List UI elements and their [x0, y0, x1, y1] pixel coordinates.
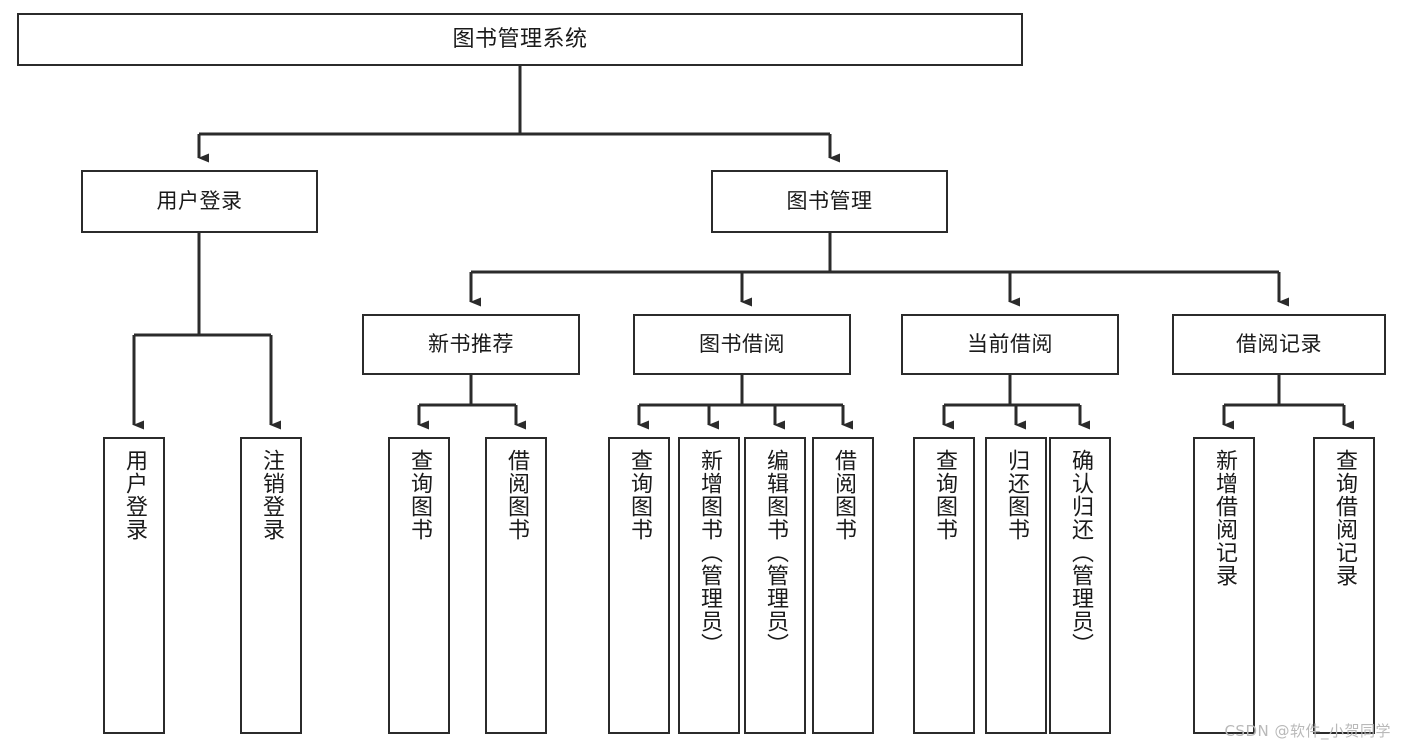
leaf-query-book-borrow[interactable]: 查询图书	[608, 437, 670, 734]
csdn-watermark: CSDN @软件_小贺同学	[1224, 722, 1391, 740]
node-book-borrow[interactable]: 图书借阅	[633, 314, 851, 375]
leaf-user-login[interactable]: 用户登录	[103, 437, 165, 734]
leaf-borrow-book-recommend[interactable]: 借阅图书	[485, 437, 547, 734]
node-label: 确认归还（管理员）	[1067, 449, 1093, 656]
leaf-query-borrow-record[interactable]: 查询借阅记录	[1313, 437, 1375, 734]
node-new-book-recommend[interactable]: 新书推荐	[362, 314, 580, 375]
node-label: 图书借阅	[699, 332, 785, 357]
node-user-login[interactable]: 用户登录	[81, 170, 318, 233]
leaf-add-book-admin[interactable]: 新增图书（管理员）	[678, 437, 740, 734]
node-label: 新增借阅记录	[1211, 449, 1237, 587]
node-label: 新增图书（管理员）	[696, 449, 722, 656]
node-label: 当前借阅	[967, 332, 1053, 357]
node-book-management[interactable]: 图书管理	[711, 170, 948, 233]
node-label: 查询图书	[931, 449, 957, 541]
node-label: 图书管理	[786, 189, 873, 214]
node-label: 注销登录	[258, 449, 284, 541]
node-current-borrow[interactable]: 当前借阅	[901, 314, 1119, 375]
node-label: 编辑图书（管理员）	[762, 449, 788, 656]
node-label: 查询图书	[406, 449, 432, 541]
node-label: 借阅记录	[1236, 332, 1322, 357]
node-label: 归还图书	[1003, 449, 1029, 541]
leaf-confirm-return-admin[interactable]: 确认归还（管理员）	[1049, 437, 1111, 734]
leaf-return-book[interactable]: 归还图书	[985, 437, 1047, 734]
leaf-borrow-book[interactable]: 借阅图书	[812, 437, 874, 734]
node-borrow-record[interactable]: 借阅记录	[1172, 314, 1386, 375]
node-label: 图书管理系统	[452, 26, 588, 52]
node-label: 查询图书	[626, 449, 652, 541]
node-root-system[interactable]: 图书管理系统	[17, 13, 1023, 66]
node-label: 查询借阅记录	[1331, 449, 1357, 587]
leaf-add-borrow-record[interactable]: 新增借阅记录	[1193, 437, 1255, 734]
leaf-logout[interactable]: 注销登录	[240, 437, 302, 734]
node-label: 用户登录	[156, 189, 243, 214]
leaf-query-book-current[interactable]: 查询图书	[913, 437, 975, 734]
node-label: 新书推荐	[428, 332, 514, 357]
node-label: 借阅图书	[503, 449, 529, 541]
leaf-edit-book-admin[interactable]: 编辑图书（管理员）	[744, 437, 806, 734]
leaf-query-book-recommend[interactable]: 查询图书	[388, 437, 450, 734]
node-label: 用户登录	[121, 449, 147, 541]
node-label: 借阅图书	[830, 449, 856, 541]
